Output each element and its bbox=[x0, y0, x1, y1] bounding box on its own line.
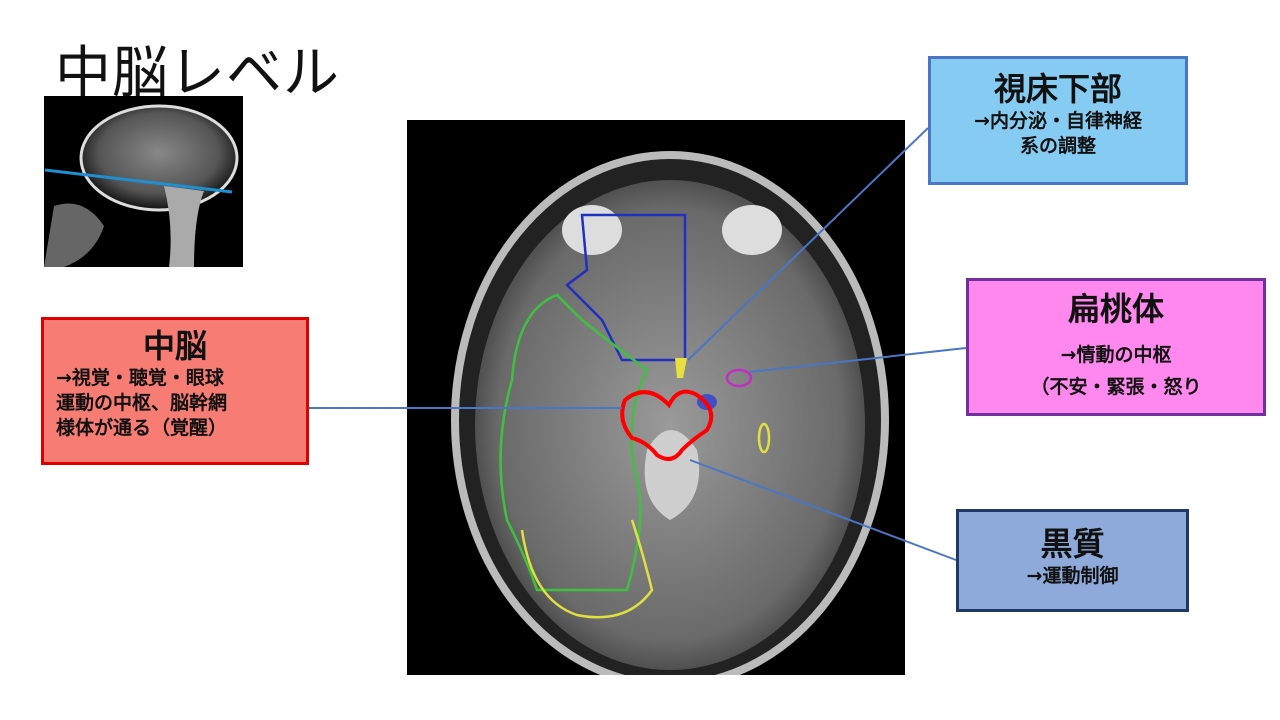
midbrain-outline bbox=[620, 389, 714, 461]
substantia-nigra-label-box: 黒質 →運動制御 bbox=[956, 509, 1189, 612]
midbrain-desc-line: 様体が通る（覚醒） bbox=[56, 417, 228, 439]
amygdala-desc-line: （不安・緊張・怒り bbox=[1030, 376, 1202, 398]
amygdala-label-box: 扁桃体 →情動の中枢 （不安・緊張・怒り bbox=[966, 278, 1266, 416]
hypothalamus-label-box: 視床下部 →内分泌・自律神経 系の調整 bbox=[928, 56, 1188, 185]
midbrain-heading: 中脳 bbox=[142, 327, 207, 365]
hypothalamus-desc-line: →内分泌・自律神経 bbox=[974, 110, 1142, 132]
sagittal-mri-thumbnail bbox=[44, 96, 243, 267]
midbrain-label-box: 中脳 →視覚・聴覚・眼球 運動の中枢、脳幹網 様体が通る（覚醒） bbox=[41, 317, 309, 465]
hypothalamus-desc-line: 系の調整 bbox=[1019, 135, 1096, 157]
amygdala-desc-line: →情動の中枢 bbox=[1060, 344, 1172, 366]
frontal-lobe-outline bbox=[565, 213, 687, 362]
substantia-nigra-heading: 黒質 bbox=[1040, 525, 1105, 563]
slice-level-line bbox=[44, 168, 233, 194]
slide-title: 中脳レベル bbox=[55, 41, 340, 106]
axial-mri-image bbox=[407, 120, 905, 689]
amygdala-outline bbox=[725, 368, 753, 388]
substantia-nigra-desc-line: →運動制御 bbox=[1026, 565, 1119, 587]
hypothalamus-marker bbox=[675, 358, 687, 378]
hypothalamus-heading: 視床下部 bbox=[993, 70, 1122, 108]
occipital-lobe-outline bbox=[520, 519, 654, 619]
temporal-lobe-outline bbox=[499, 293, 649, 592]
midbrain-desc-line: →視覚・聴覚・眼球 bbox=[56, 367, 224, 389]
amygdala-heading: 扁桃体 bbox=[1067, 290, 1164, 328]
midbrain-desc-line: 運動の中枢、脳幹網 bbox=[56, 392, 228, 414]
